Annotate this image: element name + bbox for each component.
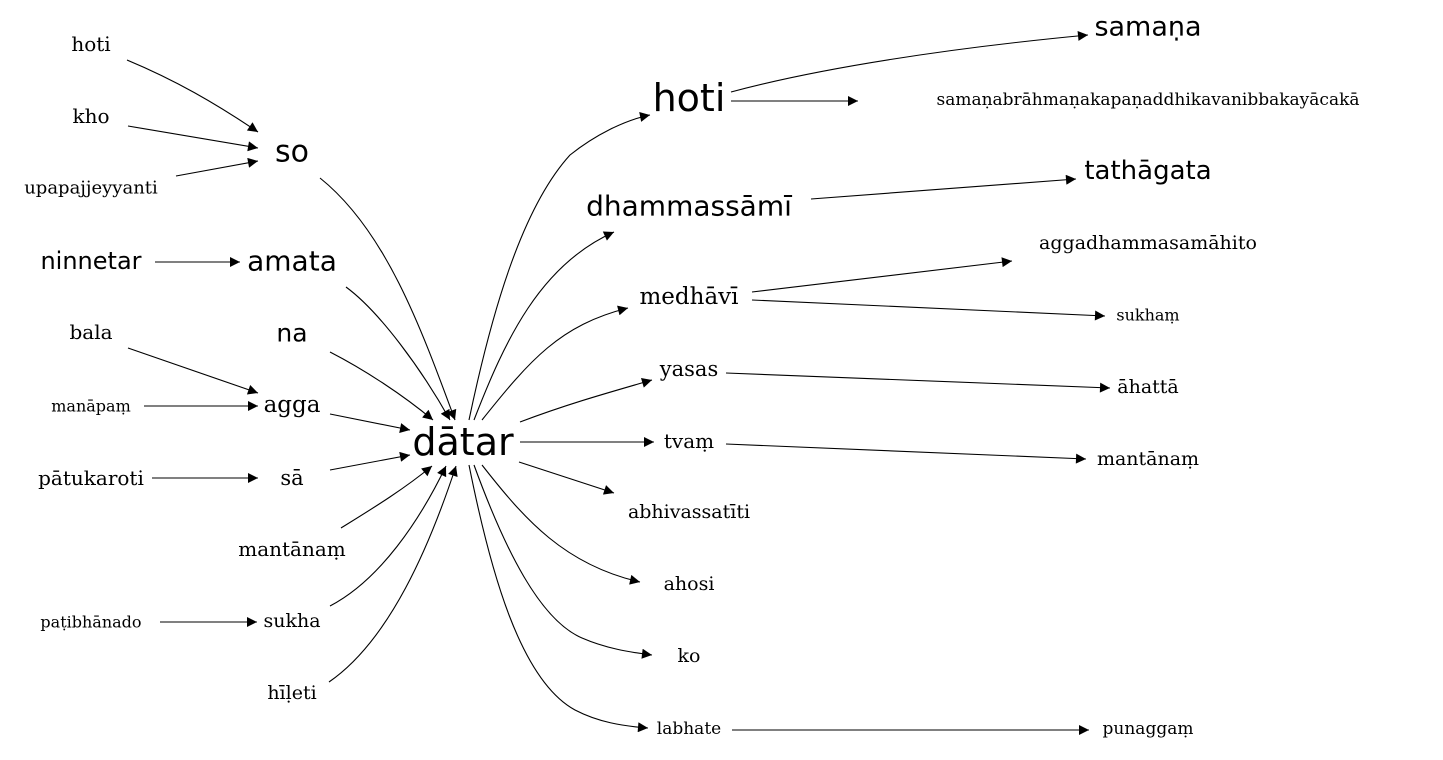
node-patibhanado: paṭibhānado: [40, 613, 141, 632]
node-kho: kho: [72, 104, 109, 128]
edge-agga-datar: [329, 413, 411, 433]
edge-kho-so: [127, 125, 259, 152]
node-patukaroti: pātukaroti: [38, 466, 144, 490]
node-dhammassami: dhammassāmī: [586, 190, 792, 223]
nodes: dātar hoti kho upapajjeyyanti ninnetar b…: [24, 12, 1359, 740]
node-samana: samaṇa: [1094, 12, 1201, 43]
edge-hileti-datar: [328, 465, 458, 683]
edge-yasas-ahatta: [725, 372, 1111, 393]
edge-na-datar: [329, 351, 434, 421]
node-yasas: yasas: [659, 357, 718, 381]
node-bala: bala: [69, 320, 112, 344]
node-ahosi: ahosi: [664, 573, 715, 595]
node-sa: sā: [280, 466, 303, 490]
edge-tvam-mantanam: [725, 443, 1087, 464]
node-hileti: hīḷeti: [267, 682, 316, 704]
node-manapam: manāpaṃ: [51, 397, 131, 416]
node-mantanam-left: mantānaṃ: [238, 537, 346, 561]
edge-medhavi-sukham: [751, 299, 1106, 321]
edge-datar-hoti: [468, 112, 651, 421]
node-labhate: labhate: [657, 719, 721, 739]
edge-datar-dhammassami: [473, 231, 615, 421]
edge-bala-agga: [127, 347, 259, 395]
edge-amata-datar: [345, 286, 451, 421]
edge-sukha-datar: [329, 465, 447, 607]
node-medhavi: medhāvī: [639, 284, 738, 310]
edge-so-datar: [319, 177, 457, 421]
edge-sa-datar: [329, 451, 411, 471]
node-ninnetar: ninnetar: [40, 247, 141, 275]
node-aggadhamma: aggadhammasamāhito: [1039, 232, 1257, 254]
edge-hoti-samana: [730, 30, 1089, 93]
node-ahatta: āhattā: [1117, 376, 1179, 398]
node-sukham: sukhaṃ: [1116, 306, 1179, 325]
edge-dhammassami-tathagata: [810, 174, 1077, 200]
node-ko: ko: [678, 645, 701, 667]
edge-hoti-so: [126, 59, 259, 133]
node-agga: agga: [264, 392, 321, 418]
edge-datar-medhavi: [481, 305, 629, 421]
edge-upapajjeyyanti-so: [175, 157, 259, 177]
node-so: so: [275, 135, 309, 170]
node-sukha: sukha: [263, 610, 320, 632]
node-hoti-left: hoti: [71, 32, 110, 56]
node-abhivassatiti: abhivassatīti: [628, 501, 750, 523]
node-datar: dātar: [412, 420, 514, 464]
node-punaggam: punaggaṃ: [1103, 719, 1194, 739]
edge-medhavi-aggadhamma: [751, 257, 1013, 293]
edge-datar-ahosi: [481, 464, 641, 585]
edges: [126, 30, 1111, 735]
edge-datar-ko: [473, 464, 653, 659]
edge-datar-abhivassatiti: [518, 461, 615, 495]
edge-datar-labhate: [468, 464, 649, 733]
node-tvam: tvaṃ: [664, 429, 714, 453]
node-tathagata: tathāgata: [1084, 156, 1211, 186]
node-samanabrahmana: samaṇabrāhmaṇakapaṇaddhikavanibbakayācak…: [936, 90, 1359, 110]
node-hoti-right: hoti: [653, 76, 726, 120]
node-amata: amata: [247, 245, 337, 278]
node-mantanam-right: mantānaṃ: [1097, 448, 1199, 470]
edge-datar-yasas: [519, 377, 653, 423]
edge-mantanam-datar: [340, 465, 433, 529]
node-upapajjeyyanti: upapajjeyyanti: [24, 178, 158, 199]
node-na: na: [276, 319, 307, 348]
